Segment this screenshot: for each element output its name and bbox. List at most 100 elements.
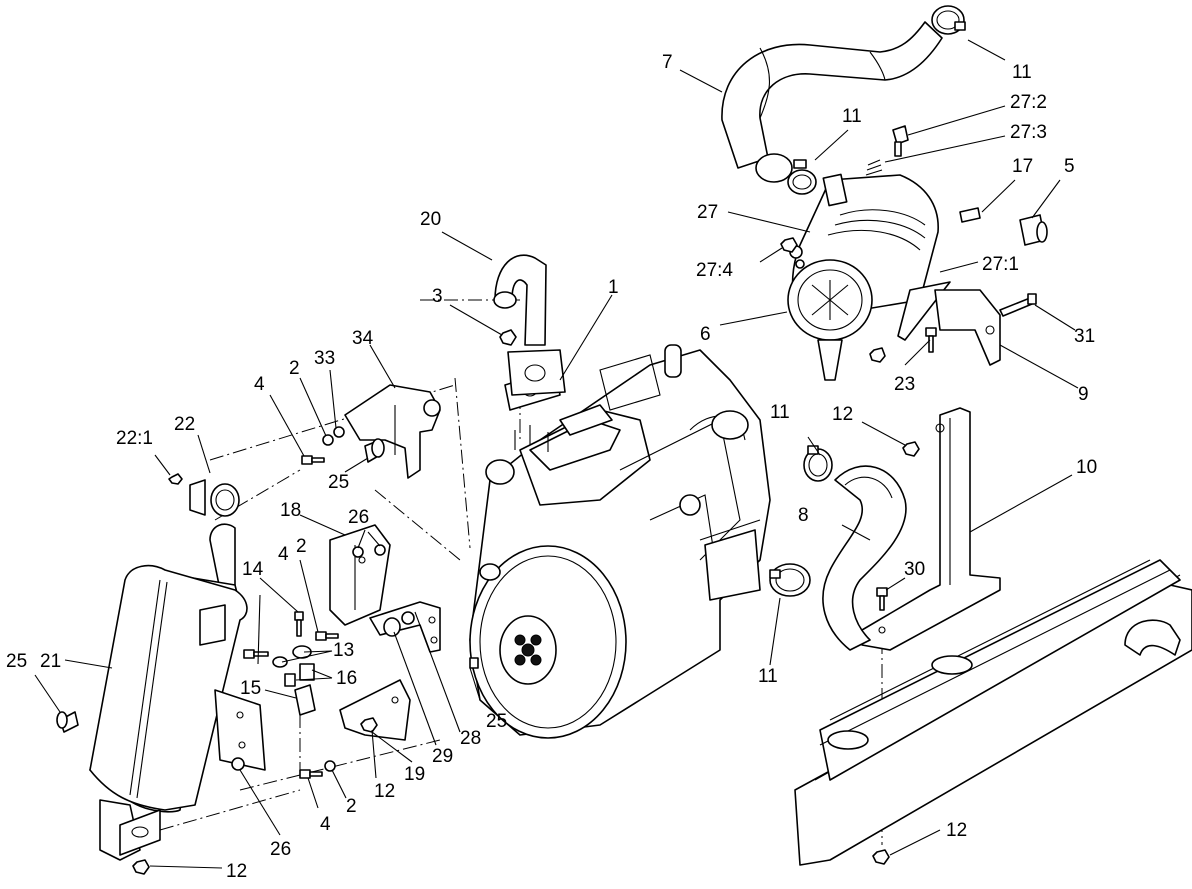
bolt-14 (294, 611, 304, 637)
callout-20: 20 (420, 209, 441, 230)
callout-27-3: 27:3 (1010, 122, 1047, 143)
isolator-25-muffler (56, 711, 79, 733)
callout-4: 4 (320, 814, 331, 835)
nuts-26-bracket (352, 544, 386, 558)
callout-31: 31 (1074, 326, 1095, 347)
air-cleaner-bracket-9 (934, 289, 1001, 366)
callout-23: 23 (894, 374, 915, 395)
callout-22-1: 22:1 (116, 428, 153, 449)
flywheel (469, 545, 627, 739)
callout-17: 17 (1012, 156, 1033, 177)
callout-18: 18 (280, 500, 301, 521)
hose-clamp-11-top (931, 5, 966, 35)
callout-21: 21 (40, 651, 61, 672)
callout-19: 19 (404, 764, 425, 785)
stud-25-engine (469, 657, 479, 669)
callout-16: 16 (336, 668, 357, 689)
hose-clamp-11-bottom (769, 563, 811, 597)
fitting-17 (959, 207, 981, 223)
callout-11: 11 (1012, 62, 1032, 83)
callout-15: 15 (240, 678, 261, 699)
callout-7: 7 (662, 52, 673, 73)
bushing-29 (383, 611, 415, 637)
callout-27: 27 (697, 202, 718, 223)
spacers-16 (284, 663, 315, 687)
bolt-4-lower (299, 769, 323, 779)
air-cleaner-assembly (787, 173, 939, 381)
bolt-4-mid (315, 631, 339, 641)
nut-27-4 (780, 237, 798, 253)
callout-2: 2 (296, 536, 307, 557)
radiator-hose-8 (822, 465, 907, 651)
callout-26: 26 (270, 839, 291, 860)
intake-hose-7 (721, 21, 943, 183)
callout-4: 4 (278, 544, 289, 565)
callout-5: 5 (1064, 156, 1075, 177)
callout-11: 11 (758, 666, 778, 687)
washer-33 (333, 426, 345, 438)
nut-22-1 (168, 473, 183, 485)
cap-5 (1019, 214, 1048, 246)
callout-12: 12 (832, 404, 853, 425)
callout-22: 22 (174, 414, 195, 435)
callout-11: 11 (842, 106, 862, 127)
washer-2-lower (324, 760, 336, 772)
leader-lines (34, 39, 1079, 869)
spring-27-3 (865, 159, 883, 176)
nut-12-post (902, 441, 920, 457)
callout-2: 2 (346, 796, 357, 817)
vacuator-valve-27-2 (892, 125, 909, 157)
callout-8: 8 (798, 505, 809, 526)
callout-25: 25 (486, 711, 507, 732)
callout-11: 11 (770, 402, 790, 423)
callout-33: 33 (314, 348, 335, 369)
callout-labels: 7 11 11 27:2 27:3 17 5 27 27:4 27:1 20 3… (6, 52, 1097, 882)
callout-25: 25 (6, 651, 27, 672)
callout-12: 12 (374, 781, 395, 802)
bolt-4-upper (301, 455, 325, 465)
exhaust-clamp-22 (189, 479, 240, 517)
exhaust-elbow-20 (493, 254, 566, 396)
callout-26: 26 (348, 507, 369, 528)
callout-27-1: 27:1 (982, 254, 1019, 275)
callout-12: 12 (946, 820, 967, 841)
clip-15 (294, 684, 316, 716)
bracket-18 (329, 524, 391, 626)
callout-13: 13 (333, 640, 354, 661)
callout-28: 28 (460, 728, 481, 749)
hose-clamp-11-mid (787, 159, 817, 195)
frame-rail (794, 559, 1192, 866)
nut-12-aircleaner (869, 347, 886, 363)
nut-26-muffler (231, 757, 245, 771)
bolt-23 (925, 327, 937, 353)
callout-12: 12 (226, 861, 247, 882)
callout-10: 10 (1076, 457, 1097, 478)
muffler-21 (89, 523, 248, 861)
callout-6: 6 (700, 324, 711, 345)
isolator-25-upper (364, 438, 385, 463)
callout-25: 25 (328, 472, 349, 493)
washer-2-upper (322, 434, 334, 446)
callout-2: 2 (289, 358, 300, 379)
callout-4: 4 (254, 374, 265, 395)
bolt-31 (999, 293, 1037, 317)
nut-3 (499, 329, 517, 346)
hose-clamp-11-right (803, 445, 833, 482)
bracket-19 (339, 679, 411, 741)
nut-12-muffler (132, 859, 150, 875)
support-post-10 (861, 407, 1001, 651)
bolt-left (243, 649, 269, 659)
callout-27-2: 27:2 (1010, 92, 1047, 113)
callout-27-4: 27:4 (696, 260, 733, 281)
callout-29: 29 (432, 746, 453, 767)
callout-14: 14 (242, 559, 264, 580)
callout-9: 9 (1078, 384, 1089, 405)
callout-30: 30 (904, 559, 925, 580)
callout-34: 34 (352, 328, 374, 349)
muffler-bracket-34 (344, 384, 441, 479)
callout-1: 1 (608, 277, 619, 298)
nut-12-frame (872, 849, 890, 865)
bolt-30 (876, 587, 888, 611)
muffler-mount-plate (214, 689, 266, 771)
